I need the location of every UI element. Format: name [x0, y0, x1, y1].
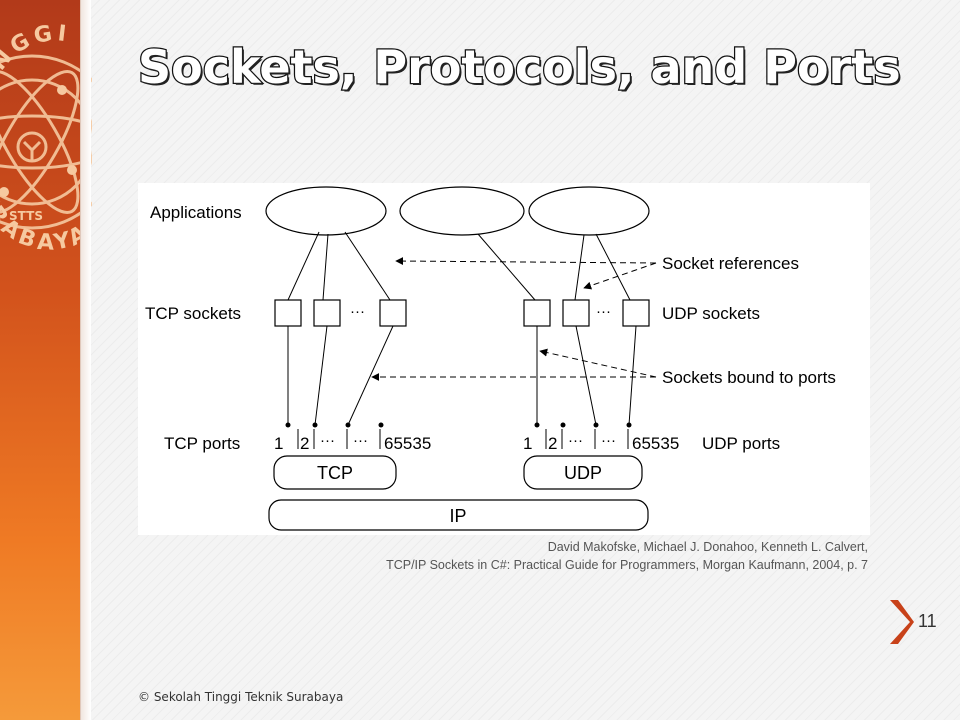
udp-port-ellipsis-1: ··· — [568, 432, 583, 449]
udp-port-65535: 65535 — [632, 434, 679, 453]
applications-label: Applications — [150, 203, 242, 222]
application-ellipse-1 — [265, 186, 387, 236]
udp-socket-ellipsis: ··· — [596, 303, 611, 320]
socket-reference-arrow-2 — [583, 262, 657, 290]
tcp-socket-box-2 — [313, 299, 341, 327]
udp-protocol-box — [523, 455, 643, 490]
chevron-right-icon — [890, 600, 914, 644]
udp-port-1: 1 — [523, 434, 532, 453]
sidebar: TINGGI SURABAYA STTS — [0, 0, 92, 720]
tcp-sockets-label: TCP sockets — [145, 304, 241, 323]
udp-socket-box-1 — [523, 299, 551, 327]
figure-caption: David Makofske, Michael J. Donahoo, Kenn… — [248, 538, 868, 574]
udp-sockets-label: UDP sockets — [662, 304, 760, 323]
tcp-socket-ellipsis: ··· — [350, 303, 365, 320]
caption-source: TCP/IP Sockets in C#: Practical Guide fo… — [386, 558, 868, 572]
udp-socket-box-2 — [562, 299, 590, 327]
ip-protocol-label: IP — [449, 506, 466, 526]
application-ellipse-2 — [399, 186, 525, 236]
tcp-port-ellipsis-1: ··· — [320, 432, 335, 449]
socket-references-label: Socket references — [662, 254, 799, 273]
udp-ports: 1 2 ··· ··· 65535 — [523, 422, 679, 453]
sidebar-edge — [80, 0, 91, 720]
udp-port-2: 2 — [548, 434, 557, 453]
tcp-protocol-box — [273, 455, 397, 490]
app-socket-links — [287, 231, 631, 301]
udp-port-ellipsis-2: ··· — [601, 432, 616, 449]
udp-protocol-label: UDP — [564, 463, 602, 483]
application-ellipse-3 — [528, 186, 650, 236]
tcp-socket-box-3 — [379, 299, 407, 327]
page-number: 11 — [918, 611, 937, 631]
tcp-protocol-label: TCP — [317, 463, 353, 483]
slide-title: Sockets, Protocols, and Ports — [137, 39, 902, 96]
socket-reference-arrow-1 — [395, 257, 657, 266]
tcp-port-ellipsis-2: ··· — [353, 432, 368, 449]
sockets-bound-arrow-2 — [539, 348, 657, 378]
stts-logo: TINGGI SURABAYA STTS — [0, 21, 92, 256]
sockets-bound-label: Sockets bound to ports — [662, 368, 836, 387]
socket-diagram: Applications TCP sockets TCP ports ··· ·… — [138, 183, 870, 535]
tcp-port-65535: 65535 — [384, 434, 431, 453]
udp-ports-label: UDP ports — [702, 434, 780, 453]
udp-socket-box-3 — [622, 299, 650, 327]
footer-copyright: © Sekolah Tinggi Teknik Surabaya — [138, 690, 344, 704]
tcp-port-2: 2 — [300, 434, 309, 453]
tcp-ports: 1 2 ··· ··· 65535 — [274, 422, 431, 453]
tcp-socket-box-1 — [274, 299, 302, 327]
ip-protocol-box — [268, 499, 649, 531]
dashed-arrows — [371, 257, 657, 381]
tcp-port-1: 1 — [274, 434, 283, 453]
socket-port-links — [287, 325, 637, 426]
caption-authors: David Makofske, Michael J. Donahoo, Kenn… — [547, 540, 868, 554]
tcp-ports-label: TCP ports — [164, 434, 240, 453]
logo-center-text: STTS — [9, 209, 43, 223]
